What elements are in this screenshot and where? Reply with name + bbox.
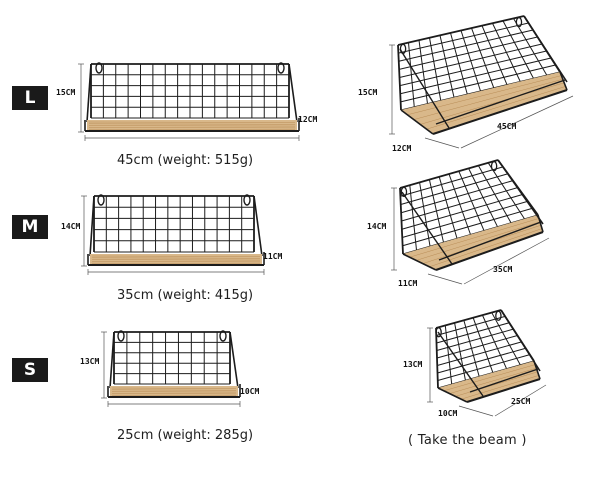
size-m-caption: 35cm (weight: 415g) — [117, 288, 254, 303]
shelf-m-front-view — [81, 194, 265, 275]
angled-l-depth-label: 12CM — [392, 144, 412, 153]
angled-s-width-label: 25CM — [511, 397, 531, 406]
shelf-l-front-view — [78, 62, 300, 141]
angled-l-height-label: 15CM — [358, 88, 378, 97]
front-s-depth-label: 10CM — [240, 387, 260, 396]
take-the-beam-note: ( Take the beam ) — [408, 433, 527, 448]
size-l-caption: 45cm (weight: 515g) — [117, 153, 254, 168]
angled-m-depth-label: 11CM — [398, 279, 418, 288]
front-l-depth-label: 12CM — [298, 115, 318, 124]
size-badge-l: L — [12, 86, 48, 110]
size-badge-m: M — [12, 215, 48, 239]
front-m-depth-label: 11CM — [263, 252, 283, 261]
shelf-s-angled-view — [427, 309, 547, 417]
shelf-s-front-view — [101, 330, 241, 407]
size-s-caption: 25cm (weight: 285g) — [117, 428, 254, 443]
angled-s-depth-label: 10CM — [438, 409, 458, 418]
angled-l-width-label: 45CM — [497, 122, 517, 131]
shelf-l-angled-view — [389, 15, 574, 149]
angled-m-height-label: 14CM — [367, 222, 387, 231]
front-s-height-label: 13CM — [80, 357, 100, 366]
front-l-height-label: 15CM — [56, 88, 76, 97]
angled-s-height-label: 13CM — [403, 360, 423, 369]
front-m-height-label: 14CM — [61, 222, 81, 231]
size-badge-s: S — [12, 358, 48, 382]
shelf-m-angled-view — [391, 159, 550, 285]
angled-m-width-label: 35CM — [493, 265, 513, 274]
